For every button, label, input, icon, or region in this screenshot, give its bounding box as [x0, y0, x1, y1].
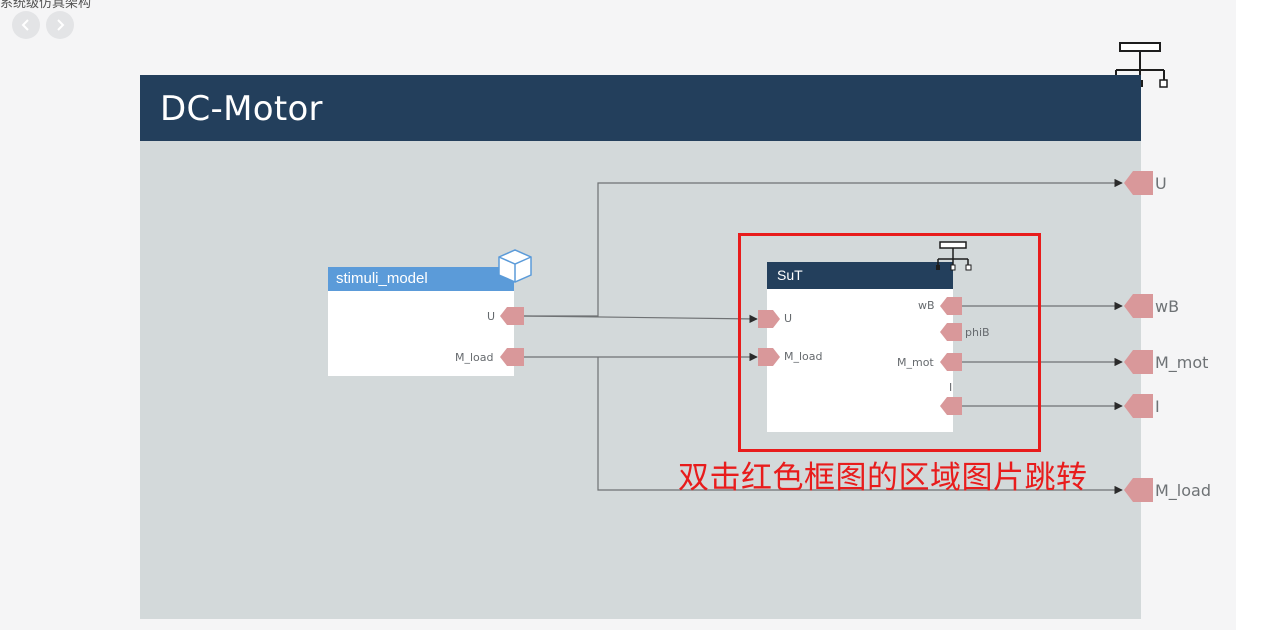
stimuli-port-mload-label: M_load	[455, 351, 494, 364]
sut-block[interactable]: SuT	[767, 262, 953, 432]
annotation-text: 双击红色框图的区域图片跳转	[678, 460, 1088, 496]
highlight-box[interactable]	[738, 233, 1041, 452]
wire-u-sut	[523, 314, 758, 324]
model-title: DC-Motor	[160, 89, 323, 129]
output-port-u[interactable]	[1124, 171, 1153, 195]
sut-block-title: SuT	[767, 262, 953, 289]
forward-button[interactable]	[46, 11, 74, 39]
sut-input-u-label: U	[784, 312, 793, 325]
chevron-right-icon	[57, 19, 65, 31]
output-mmot-label: M_mot	[1155, 353, 1209, 372]
sut-output-port-mmot[interactable]	[940, 353, 962, 371]
stimuli-port-u-label: U	[487, 310, 496, 323]
output-port-mload[interactable]	[1124, 478, 1153, 502]
wire-mload-out	[597, 357, 1123, 495]
output-i-label: I	[1155, 397, 1160, 416]
sut-output-phib-label: phiB	[965, 326, 990, 339]
hierarchy-icon[interactable]	[934, 240, 974, 273]
output-wb-label: wB	[1155, 297, 1180, 316]
stimuli-block[interactable]: stimuli_model	[328, 267, 514, 376]
sut-output-port-phib[interactable]	[940, 323, 962, 341]
model-header: DC-Motor	[140, 75, 1141, 141]
sut-output-port-i[interactable]	[940, 397, 962, 415]
page-label: 系统级仿真架构	[0, 0, 92, 10]
sut-input-port-mload[interactable]	[758, 348, 780, 366]
chevron-left-icon	[21, 19, 29, 31]
stimuli-port-mload[interactable]	[500, 348, 524, 366]
model-canvas: DC-Motor	[140, 75, 1141, 619]
sut-input-mload-label: M_load	[784, 350, 823, 363]
sut-output-mmot-label: M_mot	[897, 356, 934, 369]
output-mload-label: M_load	[1155, 481, 1211, 500]
sut-output-port-wb[interactable]	[940, 297, 962, 315]
cube-icon	[498, 249, 532, 283]
sut-input-port-u[interactable]	[758, 310, 780, 328]
output-port-i[interactable]	[1124, 394, 1153, 418]
output-u-label: U	[1155, 174, 1167, 193]
sut-output-wb-label: wB	[918, 299, 935, 312]
output-port-mmot[interactable]	[1124, 350, 1153, 374]
sut-output-i-label: I	[949, 381, 953, 394]
stimuli-port-u[interactable]	[500, 307, 524, 325]
back-button[interactable]	[12, 11, 40, 39]
output-port-wb[interactable]	[1124, 294, 1153, 318]
stimuli-block-title: stimuli_model	[328, 267, 514, 291]
